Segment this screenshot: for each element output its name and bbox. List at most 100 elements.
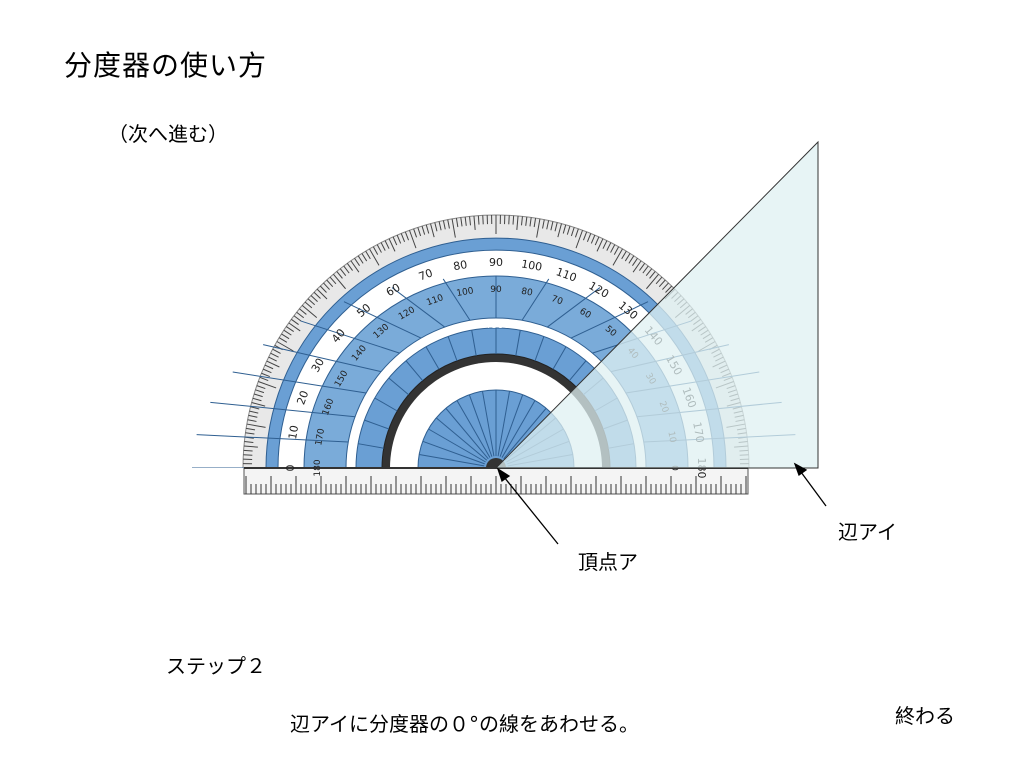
tick-mark [473, 215, 476, 230]
tick-mark [434, 222, 438, 232]
grid-line [435, 417, 488, 461]
tick-mark [574, 228, 579, 238]
tick-mark [512, 215, 515, 225]
grid-line [343, 301, 422, 339]
tick-mark [288, 322, 301, 332]
side-label: 辺アイ [838, 520, 897, 544]
tick-mark [323, 282, 330, 290]
tick-mark [313, 291, 321, 299]
tick-mark [272, 348, 281, 354]
scale-number: 90 [490, 285, 502, 295]
grid-line [422, 440, 485, 465]
tick-mark [417, 227, 422, 237]
scale-number: 30 [309, 356, 327, 375]
grid-line [534, 336, 545, 362]
tick-mark [642, 265, 649, 274]
tick-mark [350, 260, 360, 273]
instruction-text: 辺アイに分度器の０°の線をあわせる。 [290, 712, 639, 736]
tick-mark [259, 376, 269, 382]
tick-mark [246, 427, 256, 431]
tick-mark [372, 246, 379, 255]
grid-line [499, 394, 524, 457]
tick-mark [602, 240, 608, 249]
tick-mark [413, 228, 418, 238]
grid-line [515, 330, 521, 356]
tick-mark [258, 380, 277, 389]
tick-mark [554, 222, 558, 232]
tick-mark [460, 217, 463, 227]
tick-mark [285, 326, 294, 332]
grid-line [358, 443, 384, 449]
grid-line [374, 397, 398, 412]
tick-mark [613, 246, 620, 255]
grid-line [445, 407, 489, 460]
tick-mark [521, 216, 523, 226]
tick-mark [646, 273, 660, 290]
grid-line [405, 360, 424, 381]
tick-mark [594, 236, 600, 246]
tick-mark [442, 220, 446, 230]
tick-mark [516, 215, 519, 230]
tick-mark [250, 406, 260, 410]
tick-mark [408, 230, 417, 249]
scale-number: 0 [284, 465, 297, 472]
tick-mark [550, 221, 554, 231]
tick-mark [357, 255, 364, 264]
tick-mark [346, 263, 353, 271]
tick-mark [380, 242, 386, 251]
tick-mark [421, 225, 426, 235]
tick-mark [536, 218, 541, 238]
tick-mark [566, 225, 571, 235]
tick-mark [624, 253, 631, 262]
tick-mark [276, 341, 294, 352]
grid-line [364, 419, 390, 430]
tick-mark [256, 385, 266, 390]
tick-mark [278, 337, 288, 343]
protractor-brand: KUTSUWA [474, 321, 519, 331]
tick-mark [270, 352, 279, 358]
tick-mark [354, 257, 360, 266]
grid-line [210, 401, 356, 418]
tick-mark [455, 218, 459, 228]
tick-mark [665, 285, 673, 293]
tick-mark [525, 216, 528, 226]
tick-mark [655, 276, 663, 285]
tick-mark [343, 265, 350, 274]
tick-mark [266, 360, 280, 368]
tick-mark [557, 223, 562, 238]
grid-line [456, 400, 491, 458]
grid-line [300, 320, 400, 354]
next-link[interactable]: （次へ進む） [108, 122, 228, 146]
grid-line [521, 278, 550, 321]
grid-line [570, 301, 649, 339]
scale-number: 80 [452, 258, 468, 273]
grid-line [547, 287, 601, 328]
tick-mark [529, 217, 532, 227]
grid-line [425, 346, 440, 370]
tick-mark [606, 242, 612, 251]
scale-number: 100 [456, 286, 475, 299]
tick-mark [291, 318, 299, 325]
tick-mark [252, 397, 262, 402]
tick-mark [658, 279, 666, 288]
tick-mark [281, 333, 290, 340]
scale-number: 90 [489, 256, 503, 269]
tick-mark [283, 329, 292, 336]
tick-mark [400, 233, 406, 242]
grid-line [471, 330, 477, 356]
scale-number: 70 [550, 294, 564, 307]
tick-mark [326, 279, 334, 288]
tick-mark [570, 227, 575, 237]
tick-mark [369, 248, 380, 266]
tick-mark [596, 238, 604, 252]
tick-mark [451, 218, 456, 238]
tick-mark [649, 271, 656, 279]
scale-number: 180 [313, 459, 323, 476]
tick-mark [430, 223, 435, 238]
tick-mark [477, 215, 480, 225]
scale-number: 60 [384, 281, 403, 299]
end-link[interactable]: 終わる [895, 704, 955, 728]
grid-line [232, 371, 367, 394]
tick-mark [469, 216, 471, 226]
